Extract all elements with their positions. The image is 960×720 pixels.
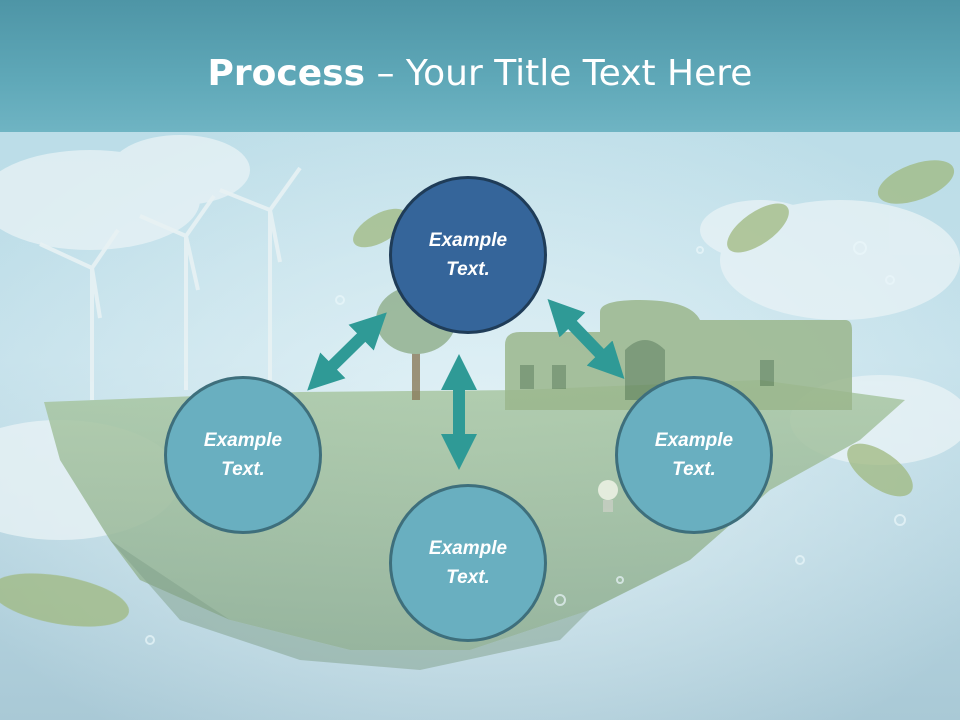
island-shadow: [110, 540, 590, 670]
node-right-line1: Example: [654, 430, 734, 451]
slide-title: Process – Your Title Text Here: [0, 52, 960, 96]
leaves: [0, 160, 955, 627]
node-top-line1: Example: [428, 230, 508, 251]
node-bottom-line2: Text.: [446, 567, 490, 588]
node-left-line2: Text.: [221, 459, 265, 480]
arrow-top-left: [307, 312, 387, 391]
arrow-top-right: [547, 299, 625, 379]
node-left-line1: Example: [203, 430, 283, 451]
wind-turbines: [39, 166, 302, 400]
title-rest: – Your Title Text Here: [365, 53, 753, 94]
node-right-line2: Text.: [672, 459, 716, 480]
node-top-line2: Text.: [446, 259, 490, 280]
light-bulb: [598, 480, 618, 512]
title-band: [0, 0, 960, 132]
bubbles: [145, 241, 906, 645]
node-bottom-line1: Example: [428, 538, 508, 559]
title-bold: Process: [207, 53, 366, 94]
